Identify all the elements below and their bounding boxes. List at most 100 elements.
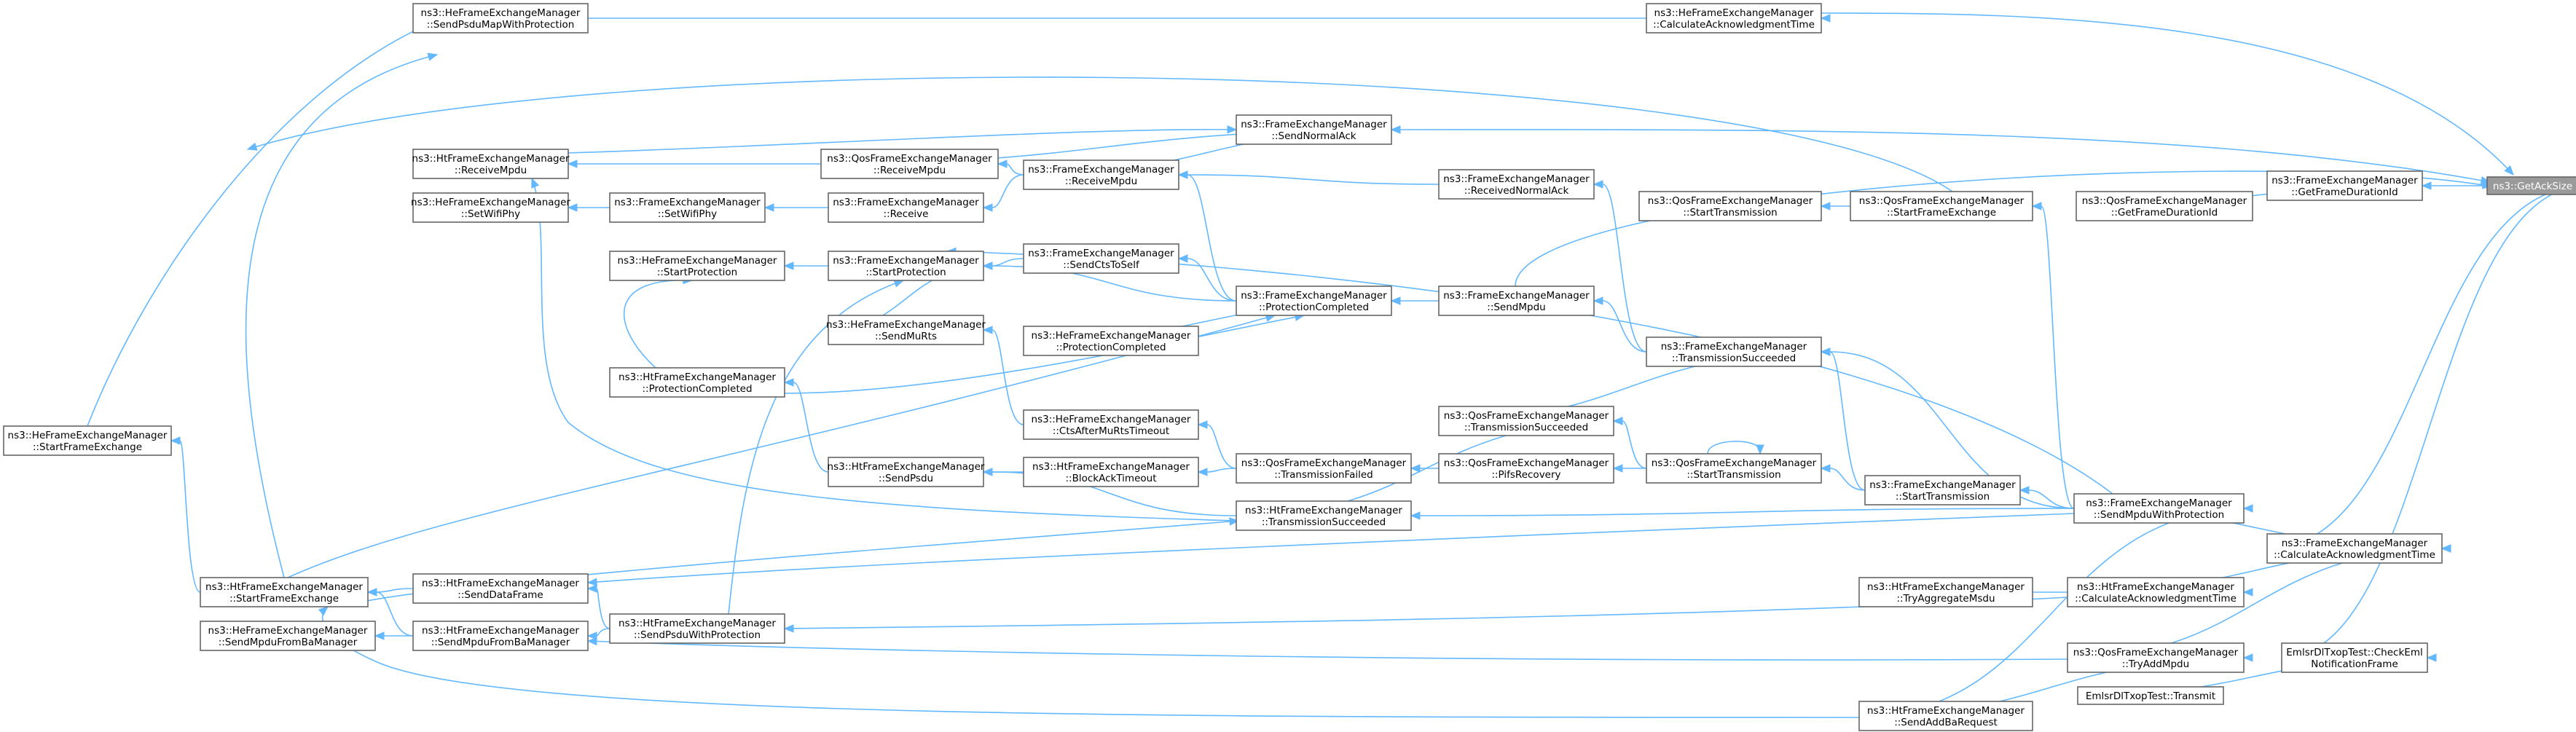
node-label: ::GetFrameDurationId <box>2291 186 2398 198</box>
node-box <box>412 573 589 604</box>
arrowhead-45 <box>1612 417 1623 425</box>
node-HtFEM_CalcAckTime[interactable]: ns3::HtFrameExchangeManager::CalculateAc… <box>2067 577 2245 607</box>
node-box <box>412 621 589 651</box>
node-HtFEM_ProtectionCompleted[interactable]: ns3::HtFrameExchangeManager::ProtectionC… <box>609 367 785 398</box>
node-HtFEM_SendPsdu[interactable]: ns3::HtFrameExchangeManager::SendPsdu <box>828 457 985 487</box>
node-box <box>1638 191 1822 221</box>
node-HeFEM_StartFE[interactable]: ns3::HeFrameExchangeManager::StartFrameE… <box>3 425 172 456</box>
node-HeFEM_CtsAfterMuRtsTimeout[interactable]: ns3::HeFrameExchangeManager::CtsAfterMuR… <box>1023 409 1199 440</box>
node-HtFEM_TransmissionSucceeded[interactable]: ns3::HtFrameExchangeManager::Transmissio… <box>1236 500 1412 531</box>
node-FEM_SendMpdu[interactable]: ns3::FrameExchangeManager::SendMpdu <box>1438 286 1595 316</box>
node-label: ns3::HeFrameExchangeManager <box>1032 414 1191 425</box>
node-label: ns3::HtFrameExchangeManager <box>205 581 363 593</box>
node-box <box>412 149 569 179</box>
node-HeFEM_StartProtection[interactable]: ns3::HeFrameExchangeManager::StartProtec… <box>609 251 785 281</box>
graph-nodes: ns3::GetAckSizens3::FrameExchangeManager… <box>3 3 2576 731</box>
arrowhead-13 <box>997 160 1008 168</box>
edge-QFEM_StartTransmission2-to-QFEM_TransmissionSucceeded <box>1622 420 1647 469</box>
node-HeFEM_SetWifiPhy[interactable]: ns3::HeFrameExchangeManager::SetWifiPhy <box>411 192 570 223</box>
node-QFEM_StartTransmission2[interactable]: ns3::QosFrameExchangeManager::StartTrans… <box>1646 453 1822 484</box>
node-label: ns3::HeFrameExchangeManager <box>1654 7 1814 19</box>
node-HeFEM_SendMuRts[interactable]: ns3::HeFrameExchangeManager::SendMuRts <box>826 315 986 345</box>
arrowhead-27 <box>982 261 993 270</box>
edge-HtFEM_ProtectionCompleted-to-FEM_ProtectionCompleted <box>784 315 1305 394</box>
node-label: ::SendMpduWithProtection <box>2094 509 2224 521</box>
node-HtFEM_SendMpduFromBa[interactable]: ns3::HtFrameExchangeManager::SendMpduFro… <box>412 621 589 651</box>
node-HeFEM_ProtectionCompleted[interactable]: ns3::HeFrameExchangeManager::ProtectionC… <box>1023 326 1199 356</box>
node-label: ns3::FrameExchangeManager <box>2086 497 2232 509</box>
node-QFEM_ReceiveMpdu[interactable]: ns3::QosFrameExchangeManager::ReceiveMpd… <box>820 149 999 179</box>
node-root[interactable]: ns3::GetAckSize <box>2486 176 2576 195</box>
arrowhead-48 <box>1410 511 1421 520</box>
node-label: ns3::QosFrameExchangeManager <box>1444 410 1609 422</box>
node-box <box>1646 3 1822 34</box>
arrowhead-24 <box>1177 254 1188 263</box>
node-QFEM_TransmissionFailed[interactable]: ns3::QosFrameExchangeManager::Transmissi… <box>1236 453 1412 484</box>
arrowhead-35 <box>1197 420 1208 429</box>
arrowhead-17 <box>982 203 993 212</box>
node-FEM_GetFrameDurationId[interactable]: ns3::FrameExchangeManager::GetFrameDurat… <box>2266 170 2423 201</box>
node-FEM_StartTransmission[interactable]: ns3::FrameExchangeManager::StartTransmis… <box>1864 475 2021 505</box>
node-HeFEM_SendPsduMap[interactable]: ns3::HeFrameExchangeManager::SendPsduMap… <box>412 3 589 34</box>
node-label: ns3::FrameExchangeManager <box>1869 479 2016 491</box>
node-QFEM_StartTransmission[interactable]: ns3::QosFrameExchangeManager::StartTrans… <box>1638 191 1822 221</box>
arrowhead-56 <box>427 52 439 61</box>
node-box <box>2076 191 2253 221</box>
node-HtFEM_SendAddBaRequest[interactable]: ns3::HtFrameExchangeManager::SendAddBaRe… <box>1858 701 2033 731</box>
node-FEM_SetWifiPhy[interactable]: ns3::FrameExchangeManager::SetWifiPhy <box>609 192 766 223</box>
node-label: ns3::HeFrameExchangeManager <box>208 625 368 637</box>
node-box <box>1858 577 2033 607</box>
node-FEM_StartProtection[interactable]: ns3::FrameExchangeManager::StartProtecti… <box>828 251 984 281</box>
edge-HtFEM_SendAddBaRequest-to-FEM_SendMpduWithProtection <box>1858 508 2253 717</box>
node-FEM_SendCtsToSelf[interactable]: ns3::FrameExchangeManager::SendCtsToSelf <box>1023 243 1179 274</box>
node-QFEM_PifsRecovery[interactable]: ns3::QosFrameExchangeManager::PifsRecove… <box>1438 453 1614 484</box>
node-label: ns3::FrameExchangeManager <box>1443 290 1590 302</box>
node-HtFEM_SendPsduWithProtection[interactable]: ns3::HtFrameExchangeManager::SendPsduWit… <box>609 613 785 644</box>
node-label: ns3::HeFrameExchangeManager <box>826 319 986 331</box>
node-box <box>1864 475 2021 505</box>
node-box <box>200 621 376 651</box>
node-EmlsrCheckEml[interactable]: EmlsrDlTxopTest::CheckEmlNotificationFra… <box>2281 642 2428 673</box>
node-label: ns3::HtFrameExchangeManager <box>828 461 985 473</box>
graph-edges <box>87 12 2576 718</box>
node-FEM_ProtectionCompleted[interactable]: ns3::FrameExchangeManager::ProtectionCom… <box>1236 286 1392 316</box>
node-label: ns3::FrameExchangeManager <box>1241 290 1387 302</box>
node-label: ::SendMpdu <box>1487 302 1545 313</box>
node-label: ::SendPsduMapWithProtection <box>427 19 575 31</box>
edge-FEM_SendMpduWithProtection-to-FEM_StartTransmission <box>2028 489 2075 509</box>
node-HtFEM_ReceiveMpdu[interactable]: ns3::HtFrameExchangeManager::ReceiveMpdu <box>412 149 570 179</box>
arrowhead-9 <box>1227 125 1238 134</box>
node-FEM_Receive[interactable]: ns3::FrameExchangeManager::Receive <box>828 192 984 223</box>
node-label: ::TransmissionFailed <box>1274 469 1373 481</box>
node-label: ::StartProtection <box>657 267 737 278</box>
node-label: ::SendCtsToSelf <box>1063 259 1140 271</box>
edge-HtFEM_TransmissionSucceeded-to-HtFEM_ReceiveMpdu <box>531 178 1237 522</box>
node-box <box>609 251 785 281</box>
node-FEM_TransmissionSucceeded[interactable]: ns3::FrameExchangeManager::TransmissionS… <box>1646 337 1822 367</box>
node-QFEM_GetFrameDurationId[interactable]: ns3::QosFrameExchangeManager::GetFrameDu… <box>2076 191 2253 221</box>
node-box <box>609 367 785 398</box>
node-FEM_ReceiveMpdu[interactable]: ns3::FrameExchangeManager::ReceiveMpdu <box>1023 160 1179 190</box>
node-QFEM_StartFE[interactable]: ns3::QosFrameExchangeManager::StartFrame… <box>1850 191 2033 221</box>
node-FEM_SendMpduWithProtection[interactable]: ns3::FrameExchangeManager::SendMpduWithP… <box>2073 493 2245 524</box>
node-HtFEM_BlockAckTimeout[interactable]: ns3::HtFrameExchangeManager::BlockAckTim… <box>1023 457 1199 487</box>
node-EmlsrTransmit[interactable]: EmlsrDlTxopTest::Transmit <box>2077 686 2224 705</box>
node-QFEM_TryAddMpdu[interactable]: ns3::QosFrameExchangeManager::TryAddMpdu <box>2067 642 2245 673</box>
edge-HtFEM_StartFE-to-HeFEM_SendPsduMap <box>245 54 438 578</box>
arrowhead-38 <box>1612 464 1623 473</box>
node-HeFEM_SendMpduFromBa[interactable]: ns3::HeFrameExchangeManager::SendMpduFro… <box>200 621 376 651</box>
node-box <box>2073 493 2245 524</box>
node-FEM_SendNormalAck[interactable]: ns3::FrameExchangeManager::SendNormalAck <box>1236 114 1392 145</box>
node-QFEM_TransmissionSucceeded[interactable]: ns3::QosFrameExchangeManager::Transmissi… <box>1438 406 1614 436</box>
node-HtFEM_TryAggregateMsdu[interactable]: ns3::HtFrameExchangeManager::TryAggregat… <box>1858 577 2033 607</box>
node-box <box>1023 326 1199 356</box>
node-FEM_ReceivedNormalAck[interactable]: ns3::FrameExchangeManager::ReceivedNorma… <box>1438 169 1595 200</box>
node-HtFEM_SendDataFrame[interactable]: ns3::HtFrameExchangeManager::SendDataFra… <box>412 573 589 604</box>
node-HeFEM_CalcAckTime[interactable]: ns3::HeFrameExchangeManager::CalculateAc… <box>1646 3 1822 34</box>
node-label: ::SendPsdu <box>879 473 933 484</box>
node-HtFEM_StartFE[interactable]: ns3::HtFrameExchangeManager::StartFrameE… <box>200 577 369 607</box>
node-label: ns3::HtFrameExchangeManager <box>1245 505 1402 516</box>
node-FEM_CalculateAck[interactable]: ns3::FrameExchangeManager::CalculateAckn… <box>2266 533 2443 564</box>
node-box <box>412 3 589 34</box>
node-label: ns3::QosFrameExchangeManager <box>1859 195 2025 207</box>
